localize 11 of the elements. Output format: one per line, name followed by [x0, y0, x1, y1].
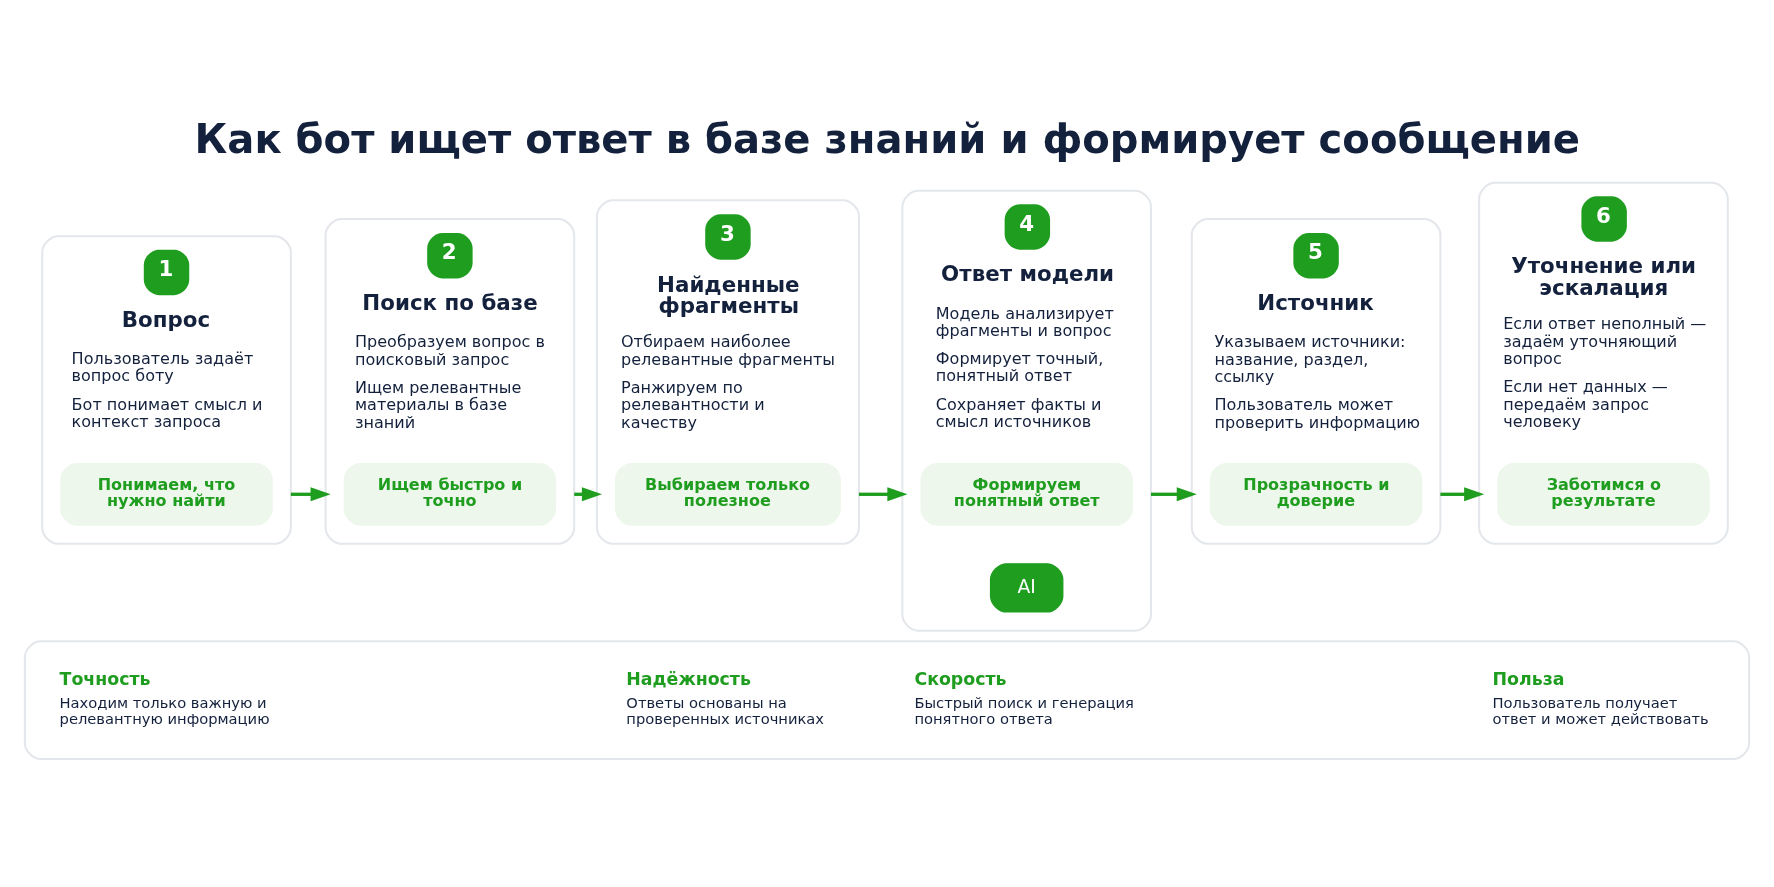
diagram-title: Как бот ищет ответ в базе знаний и формирует сообщение	[194, 116, 1580, 163]
arrow	[1440, 487, 1485, 502]
arrow	[858, 487, 908, 502]
arrow	[290, 487, 331, 502]
node-text: Скорость Быстрый поиск и генерация понятного ответа	[914, 668, 1134, 727]
arrow	[1151, 487, 1197, 502]
label: AI	[1017, 575, 1036, 597]
cluster	[23, 640, 1751, 760]
node-text: Надёжность Ответы основаны на проверенных источниках	[626, 668, 825, 727]
node-text: Польза Пользователь получает ответ и может действовать	[1492, 668, 1709, 727]
node-text: Точность Находим только важную и релевантную информацию	[59, 668, 270, 727]
